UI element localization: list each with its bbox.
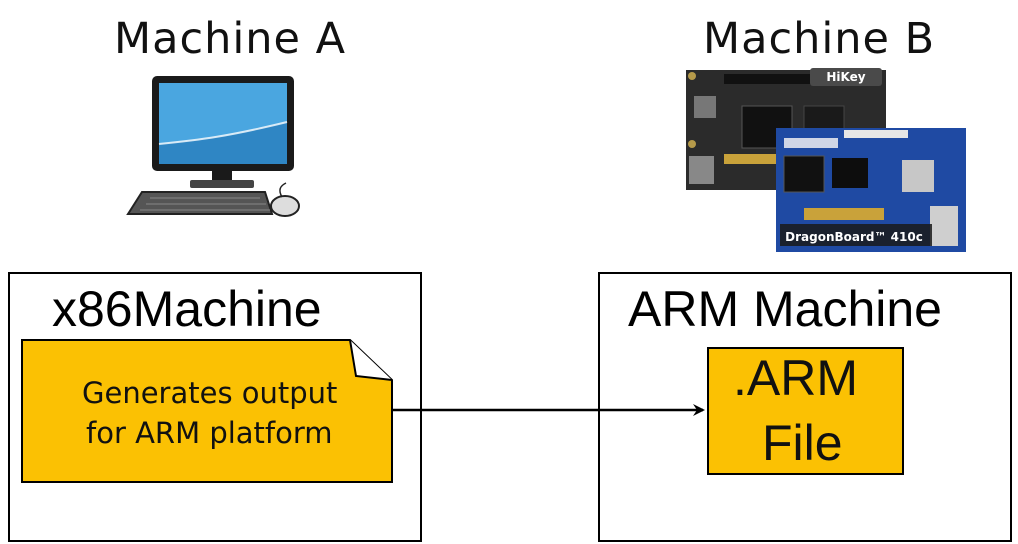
development-boards-image: HiKey DragonBoard™ 410c	[686, 68, 966, 252]
arm-file-box	[707, 347, 904, 475]
dragonboard-label: DragonBoard™ 410c	[785, 230, 923, 244]
machine-b-title: Machine B	[703, 14, 936, 64]
x86-machine-title: x86Machine	[52, 281, 322, 337]
arm-file-line-1: .ARM	[733, 350, 858, 406]
note-text-line-1: Generates output	[82, 376, 338, 410]
desktop-computer-icon	[126, 76, 300, 217]
note-fold	[349, 339, 393, 381]
note-text-line-2: for ARM platform	[86, 416, 333, 450]
hikey-label: HiKey	[826, 70, 865, 84]
arm-file-line-2: File	[762, 415, 843, 471]
machine-a-title: Machine A	[114, 14, 347, 64]
note-shape	[21, 339, 393, 483]
arm-machine-title: ARM Machine	[628, 281, 942, 337]
